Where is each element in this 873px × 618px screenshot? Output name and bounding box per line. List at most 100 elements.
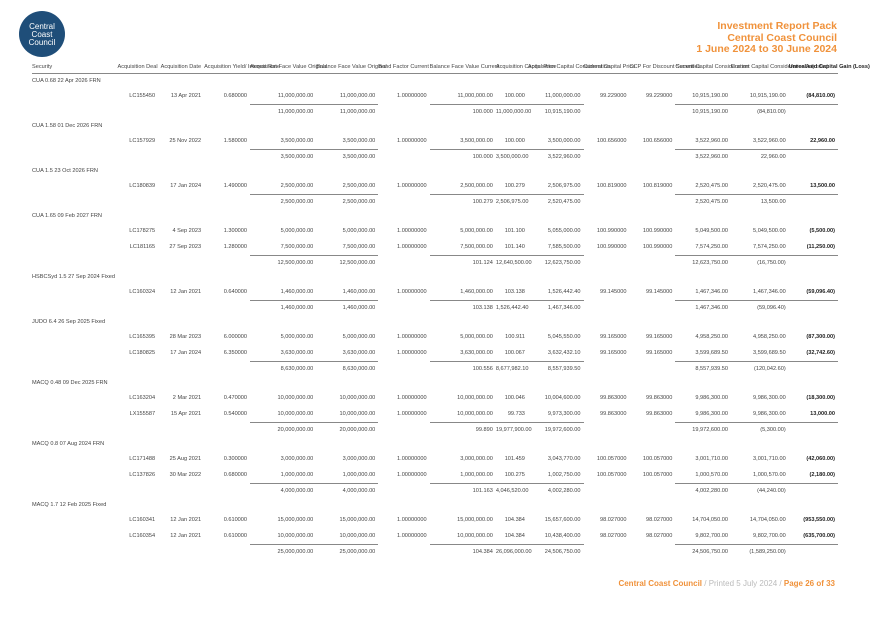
table-cell: 2,520,475.00 bbox=[695, 182, 728, 189]
total-cell: 20,000,000.00 bbox=[316, 421, 379, 437]
table-cell: 1.00000000 bbox=[397, 244, 427, 251]
table-cell: 5,000,000.00 bbox=[460, 227, 493, 234]
table-cell: 7,500,000.00 bbox=[460, 243, 493, 250]
table-cell: 100.990000 bbox=[642, 227, 673, 234]
security-name: MACQ 1.7 12 Feb 2025 Fixed bbox=[32, 502, 107, 509]
table-cell: LC171488 bbox=[129, 455, 156, 462]
table-cell: 100.656000 bbox=[596, 138, 627, 145]
total-cell bbox=[788, 254, 838, 270]
cell-spacer bbox=[118, 544, 159, 559]
table-cell: 5,000,000.00 bbox=[342, 333, 376, 340]
table-cell: 7,585,500.00 bbox=[547, 243, 581, 250]
table-cell: 5,000,000.00 bbox=[460, 333, 493, 340]
cell-spacer bbox=[32, 467, 118, 484]
cell-spacer bbox=[584, 544, 630, 559]
table-cell: 100.656000 bbox=[642, 138, 673, 145]
table-cell: 1.00000000 bbox=[397, 516, 427, 523]
cell-spacer bbox=[32, 390, 118, 406]
table-cell: 3,043,770.00 bbox=[547, 455, 581, 462]
table-cell: 9,986,300.00 bbox=[695, 394, 728, 401]
table-cell: 1.00000000 bbox=[397, 333, 427, 340]
table-cell: 3,000,000.00 bbox=[280, 455, 314, 462]
table-cell: 1.00000000 bbox=[397, 394, 427, 401]
table-cell: 100.046 bbox=[504, 394, 525, 401]
table-cell: 5,000,000.00 bbox=[342, 227, 376, 234]
council-logo: Central Coast Council bbox=[19, 11, 65, 57]
table-cell: 7,500,000.00 bbox=[342, 243, 376, 250]
total-cell: 3,500,000.00 bbox=[250, 148, 317, 164]
table-cell: 1.00000000 bbox=[397, 227, 427, 234]
security-group-row: HSBCSyd 1.5 27 Sep 2024 Fixed bbox=[32, 270, 838, 284]
table-cell: 0.540000 bbox=[223, 411, 248, 418]
table-cell: 98.027000 bbox=[645, 516, 673, 523]
table-cell: (11,250.00) bbox=[806, 243, 835, 250]
cell-spacer bbox=[32, 194, 118, 209]
table-cell: 9,986,300.00 bbox=[753, 410, 786, 417]
cell-spacer bbox=[584, 194, 630, 209]
table-cell: 99.165000 bbox=[600, 333, 627, 340]
total-cell: 10,915,190.00 bbox=[527, 103, 584, 119]
table-cell: 15,000,000.00 bbox=[277, 516, 314, 523]
total-cell: 101.163 bbox=[429, 482, 496, 498]
cell-spacer bbox=[32, 406, 118, 423]
cell-spacer bbox=[204, 255, 250, 270]
cell-spacer bbox=[584, 104, 630, 119]
table-cell: 3,500,000.00 bbox=[460, 137, 493, 144]
total-cell: 4,046,520.00 bbox=[495, 482, 529, 498]
cell-spacer bbox=[118, 300, 159, 315]
total-cell: 1,460,000.00 bbox=[316, 299, 379, 315]
table-cell: 1,460,000.00 bbox=[342, 288, 376, 295]
total-cell: 3,522,960.00 bbox=[675, 148, 731, 164]
table-cell: LC160341 bbox=[129, 516, 156, 523]
total-cell: 24,506,750.00 bbox=[527, 543, 584, 559]
table-cell: 1,460,000.00 bbox=[280, 288, 314, 295]
table-cell: LC137826 bbox=[129, 472, 156, 479]
total-cell: 11,000,000.00 bbox=[250, 103, 317, 119]
table-cell: 5,000,000.00 bbox=[280, 227, 314, 234]
table-cell: 3,500,000.00 bbox=[547, 137, 581, 144]
security-group-row: CUA 0.68 22 Apr 2026 FRN bbox=[32, 73, 838, 88]
cell-spacer bbox=[204, 422, 250, 437]
cell-spacer bbox=[32, 133, 118, 150]
total-cell: 1,526,442.40 bbox=[495, 299, 529, 315]
total-cell: 12,623,750.00 bbox=[527, 254, 584, 270]
table-cell: 5,049,500.00 bbox=[753, 227, 786, 234]
cell-spacer bbox=[204, 149, 250, 164]
table-cell: LC160324 bbox=[129, 289, 156, 296]
header-row: Security Acquisition Deal Acquisition Da… bbox=[32, 64, 870, 74]
total-cell: 10,915,190.00 bbox=[675, 103, 731, 119]
cell-spacer bbox=[118, 149, 159, 164]
table-cell: 100.279 bbox=[504, 182, 525, 189]
table-cell: 1.580000 bbox=[223, 138, 248, 145]
table-cell: 9,802,700.00 bbox=[695, 532, 728, 539]
total-cell: 2,520,475.00 bbox=[527, 193, 584, 209]
table-cell: 10,000,000.00 bbox=[457, 410, 493, 417]
total-cell: 100.000 bbox=[429, 148, 496, 164]
cell-spacer bbox=[32, 178, 118, 195]
table-cell: 11,000,000.00 bbox=[339, 92, 376, 99]
col-acq-capital-consideration: Acquisition Capital Consideration bbox=[527, 64, 610, 74]
table-cell: LC157929 bbox=[129, 138, 156, 145]
total-cell bbox=[788, 543, 838, 559]
table-cell: 1.00000000 bbox=[397, 533, 427, 540]
total-cell: 8,630,000.00 bbox=[316, 360, 379, 376]
total-cell bbox=[788, 103, 838, 119]
table-cell: 10,000,000.00 bbox=[457, 532, 493, 539]
table-cell: (42,060.00) bbox=[806, 455, 835, 462]
cell-spacer bbox=[32, 361, 118, 376]
table-cell: LC180839 bbox=[129, 183, 156, 190]
table-cell: 15,657,600.00 bbox=[544, 516, 581, 523]
cell-spacer bbox=[629, 422, 675, 437]
page-footer: Central Coast Council / Printed 5 July 2… bbox=[618, 579, 835, 588]
cell-spacer bbox=[158, 255, 204, 270]
col-current-consideration-adjusted: Current Capital Consideration Adjusted bbox=[730, 64, 828, 74]
table-cell: (18,300.00) bbox=[806, 394, 835, 401]
total-cell: 99.890 bbox=[429, 421, 496, 437]
total-cell: 2,506,975.00 bbox=[495, 193, 529, 209]
total-cell: 8,630,000.00 bbox=[250, 360, 317, 376]
